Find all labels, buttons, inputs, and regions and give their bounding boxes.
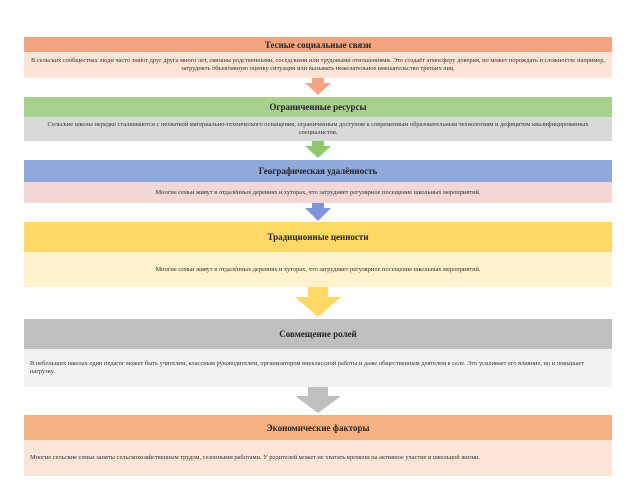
block-3-body: Многие семьи живут в отдалённых деревнях… [24, 182, 612, 203]
block-3-title: Географическая удалённость [258, 166, 378, 176]
block-6-title: Экономические факторы [266, 422, 370, 433]
arrow-3 [305, 208, 331, 221]
block-4-body: Многие семьи живут в отдалённых деревнях… [24, 252, 612, 287]
arrow-4-shaft [308, 287, 328, 297]
arrow-5 [295, 396, 341, 413]
block-6-body: Многие сельские семьи заняты сельскохозя… [24, 440, 612, 476]
block-6-header: Экономические факторы [24, 415, 612, 440]
block-2-text: Сельские школы нередко сталкиваются с не… [47, 121, 589, 136]
block-1-title: Тесные социальные связи [264, 39, 372, 50]
block-4-text: Многие семьи живут в отдалённых деревнях… [155, 265, 481, 273]
arrow-5-shaft [308, 387, 328, 396]
arrow-1-shaft [312, 78, 324, 83]
block-4-title: Традиционные ценности [267, 232, 369, 242]
block-5-title: Совмещение ролей [279, 329, 357, 339]
block-2-header: Ограниченные ресурсы [24, 97, 612, 117]
block-2-body: Сельские школы нередко сталкиваются с не… [24, 117, 612, 141]
arrow-3-shaft [312, 203, 324, 208]
arrow-2 [305, 146, 331, 158]
block-1-body: В сельских сообществах люди часто знают … [24, 52, 612, 78]
block-3-text: Многие семьи живут в отдалённых деревнях… [155, 188, 481, 196]
block-5-text: В небольших школах один педагог может бы… [30, 360, 585, 375]
block-1-text: В сельских сообществах люди часто знают … [30, 57, 606, 72]
block-5-body: В небольших школах один педагог может бы… [24, 349, 612, 387]
block-6-text: Многие сельские семьи заняты сельскохозя… [30, 454, 481, 461]
block-1-header: Тесные социальные связи [24, 37, 612, 52]
block-2-title: Ограниченные ресурсы [269, 102, 367, 112]
block-5-header: Совмещение ролей [24, 319, 612, 349]
arrow-4 [295, 297, 341, 317]
arrow-1 [305, 83, 331, 95]
block-3-header: Географическая удалённость [24, 160, 612, 182]
block-4-header: Традиционные ценности [24, 222, 612, 252]
arrow-2-shaft [312, 141, 324, 146]
